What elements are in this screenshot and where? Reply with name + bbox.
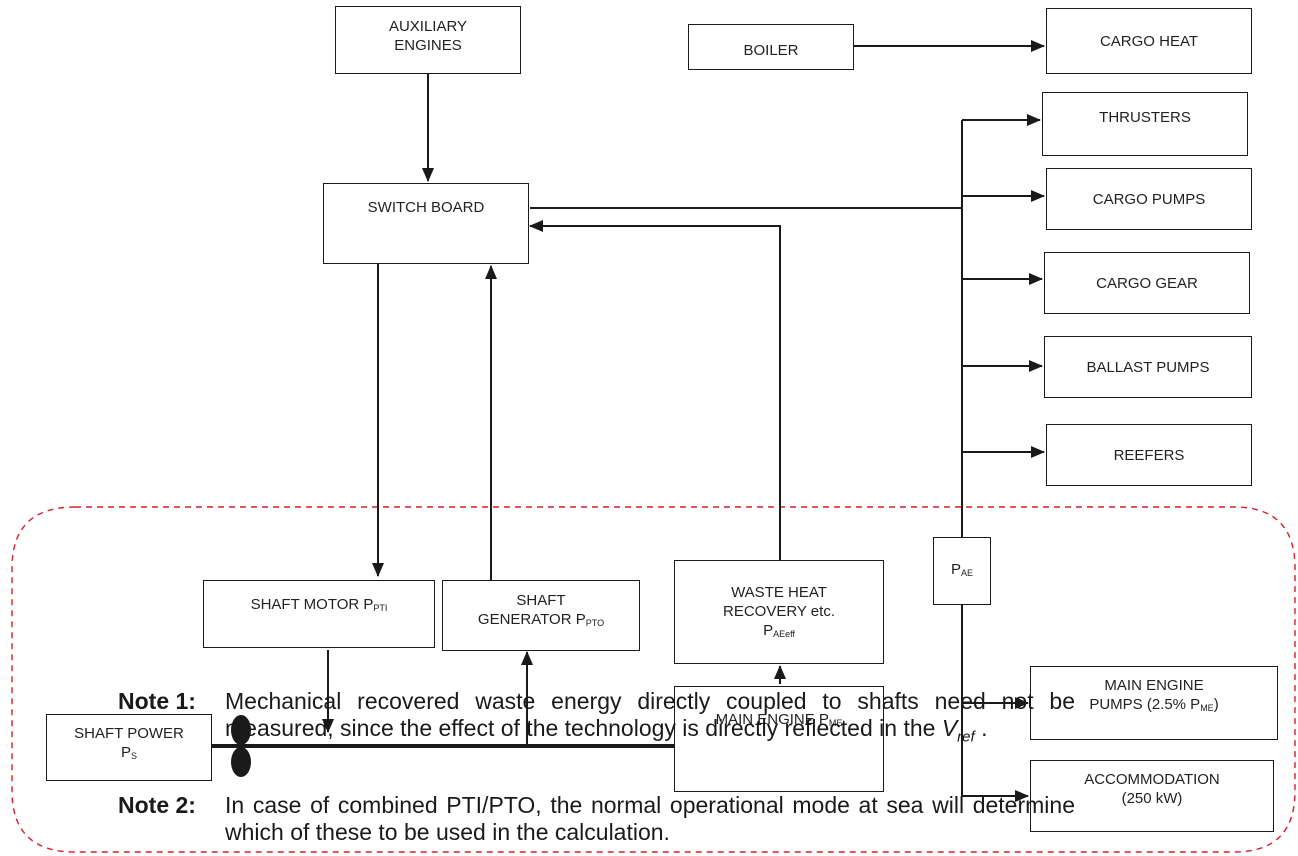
arrow-wasteheat-to-switchboard: [529, 220, 781, 560]
shaft-generator-line2: GENERATOR PPTO: [477, 611, 605, 628]
main-engine-pumps-line1: MAIN ENGINE: [1104, 677, 1204, 694]
note-1-text: Mechanical recovered waste energy direct…: [225, 688, 1075, 746]
shaft-motor-label: SHAFT MOTOR PPTI: [250, 596, 388, 613]
dashed-boundary: [11, 506, 1296, 853]
note-2: Note 2: In case of combined PTI/PTO, the…: [118, 792, 1078, 848]
reefers-label: REEFERS: [1113, 446, 1185, 464]
accommodation-box: ACCOMMODATION (250 kW): [1030, 760, 1274, 832]
switch-board-box: SWITCH BOARD: [323, 183, 529, 264]
main-engine-pumps-line2: PUMPS (2.5% PME): [1089, 696, 1219, 713]
propeller-icon: [231, 715, 251, 777]
waste-heat-line3: PAEeff: [763, 622, 795, 639]
cargo-gear-label: CARGO GEAR: [1096, 274, 1198, 292]
shaft-power-box: SHAFT POWER PS: [46, 714, 212, 781]
thrusters-box: THRUSTERS: [1042, 92, 1248, 156]
note-1: Note 1: Mechanical recovered waste energ…: [118, 688, 1078, 746]
waste-heat-line1: WASTE HEAT: [731, 584, 827, 601]
shaft-power-line1: SHAFT POWER: [74, 725, 184, 742]
auxiliary-engines-box: AUXILIARY ENGINES: [335, 6, 521, 74]
main-engine-pumps-box: MAIN ENGINE PUMPS (2.5% PME): [1030, 666, 1278, 740]
waste-heat-recovery-box: WASTE HEAT RECOVERY etc. PAEeff: [674, 560, 884, 664]
boiler-label: BOILER: [743, 41, 799, 59]
note-1-label: Note 1:: [118, 688, 196, 714]
cargo-pumps-box: CARGO PUMPS: [1046, 168, 1252, 230]
cargo-pumps-label: CARGO PUMPS: [1092, 190, 1206, 208]
note-2-text: In case of combined PTI/PTO, the normal …: [225, 792, 1075, 845]
accommodation-line2: (250 kW): [1121, 790, 1183, 807]
cargo-heat-label: CARGO HEAT: [1099, 32, 1199, 50]
p-ae-label: PAE: [950, 560, 974, 578]
note-2-label: Note 2:: [118, 792, 196, 818]
thrusters-label: THRUSTERS: [1099, 109, 1191, 126]
switch-board-label: SWITCH BOARD: [367, 199, 485, 216]
cargo-heat-box: CARGO HEAT: [1046, 8, 1252, 74]
shaft-power-line2: PS: [120, 744, 138, 761]
main-engine-label: MAIN ENGINE PME: [715, 711, 843, 728]
accommodation-line1: ACCOMMODATION: [1084, 771, 1220, 788]
cargo-gear-box: CARGO GEAR: [1044, 252, 1250, 314]
auxiliary-engines-label: AUXILIARY ENGINES: [388, 18, 468, 54]
shaft-generator-line1: SHAFT: [516, 592, 566, 609]
ballast-pumps-label: BALLAST PUMPS: [1086, 358, 1210, 376]
ballast-pumps-box: BALLAST PUMPS: [1044, 336, 1252, 398]
waste-heat-line2: RECOVERY etc.: [723, 603, 835, 620]
p-ae-box: PAE: [933, 537, 991, 605]
reefers-box: REEFERS: [1046, 424, 1252, 486]
shaft-generator-box: SHAFT GENERATOR PPTO: [442, 580, 640, 651]
main-engine-box: MAIN ENGINE PME: [674, 686, 884, 792]
boiler-box: BOILER: [688, 24, 854, 70]
shaft-motor-box: SHAFT MOTOR PPTI: [203, 580, 435, 648]
